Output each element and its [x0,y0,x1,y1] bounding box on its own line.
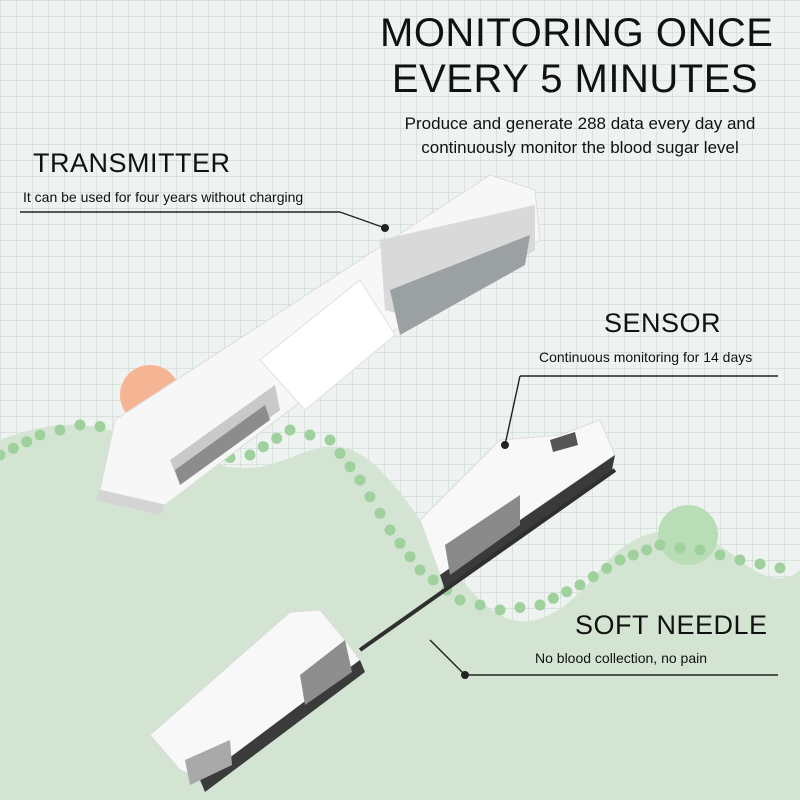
needle-callout-line [429,639,778,679]
wave-dot [454,594,466,606]
wave-dot [754,558,766,570]
subheadline-line-2: continuously monitor the blood sugar lev… [421,138,739,157]
wave-dot [654,539,666,551]
wave-dot [334,447,346,459]
wave-dot [774,562,786,574]
wave-dot [271,432,283,444]
transmitter-callout-line [20,211,389,232]
wave-dot [674,542,686,553]
wave-dot [427,574,439,586]
sensor-title: SENSOR [604,308,722,338]
wave-dot [324,434,336,446]
headline-line-1: MONITORING ONCE [380,11,774,55]
wave-dot [284,424,296,436]
wave-dot [364,491,376,503]
wave-dot [574,579,586,591]
soft-needle-device [149,468,617,792]
wave-dot [34,429,46,441]
wave-dot [494,604,506,616]
green-circle-decoration [658,505,718,565]
wave-dot [694,544,706,556]
wave-dot [21,436,33,448]
needle-description: No blood collection, no pain [535,650,708,666]
wave-dot [587,571,599,583]
wave-dot [641,544,653,556]
sensor-callout-line [501,375,778,449]
wave-dot [474,599,486,611]
wave-dot [534,599,546,611]
wave-dot [0,449,6,461]
sensor-description: Continuous monitoring for 14 days [539,349,753,365]
sensor-device [419,419,616,590]
wave-dot [374,507,386,519]
headline: MONITORING ONCE EVERY 5 MINUTES [380,10,774,102]
wave-dot [7,442,19,454]
wave-dot [627,549,639,561]
headline-line-2: EVERY 5 MINUTES [391,57,759,101]
wave-dot [384,524,396,536]
transmitter-title: TRANSMITTER [33,148,231,178]
wave-dot [394,537,406,549]
wave-dot [304,429,316,441]
needle-title: SOFT NEEDLE [575,610,768,640]
wave-dot [94,421,106,432]
subheadline: Produce and generate 288 data every day … [370,112,790,160]
transmitter-description: It can be used for four years without ch… [23,189,304,205]
transmitter-device [95,174,541,515]
wave-dot [344,461,356,473]
wave-dot [561,586,573,598]
wave-dot [414,564,426,576]
wave-dot [54,424,66,436]
wave-dot [514,602,526,613]
wave-dot [547,592,559,604]
wave-dot [354,474,366,486]
wave-dot [404,551,416,563]
wave-dot [601,562,613,574]
wave-dot [74,419,86,431]
wave-dot [244,449,256,461]
wave-dot [714,549,726,561]
wave-dot [257,441,269,453]
wave-dot [734,554,746,566]
subheadline-line-1: Produce and generate 288 data every day … [404,114,756,133]
wave-dot [614,554,626,566]
